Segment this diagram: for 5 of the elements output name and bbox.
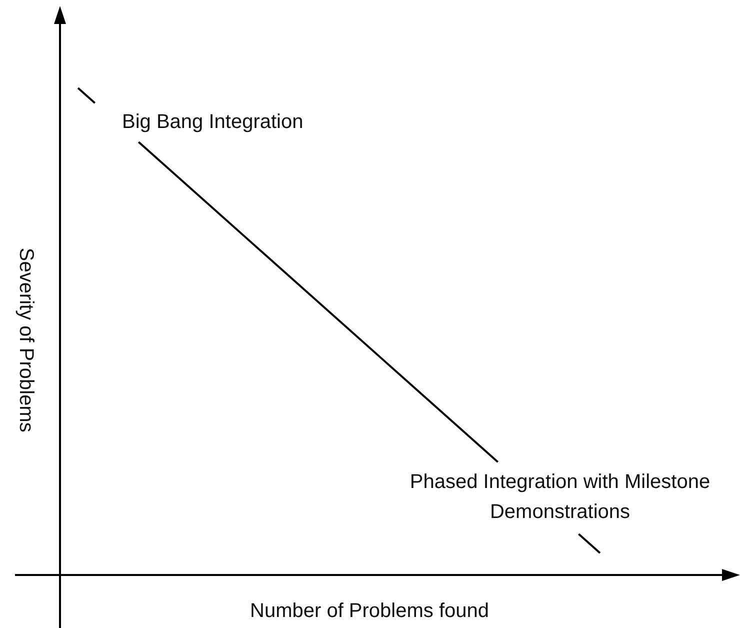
line-label: Phased Integration with Milestone Demonstrations <box>408 470 712 525</box>
axis-title: Number of Problems found <box>250 599 490 624</box>
line-label: Big Bang Integration <box>122 110 304 135</box>
trend-line <box>138 141 499 463</box>
axis-title: Severity of Problems <box>14 248 38 432</box>
